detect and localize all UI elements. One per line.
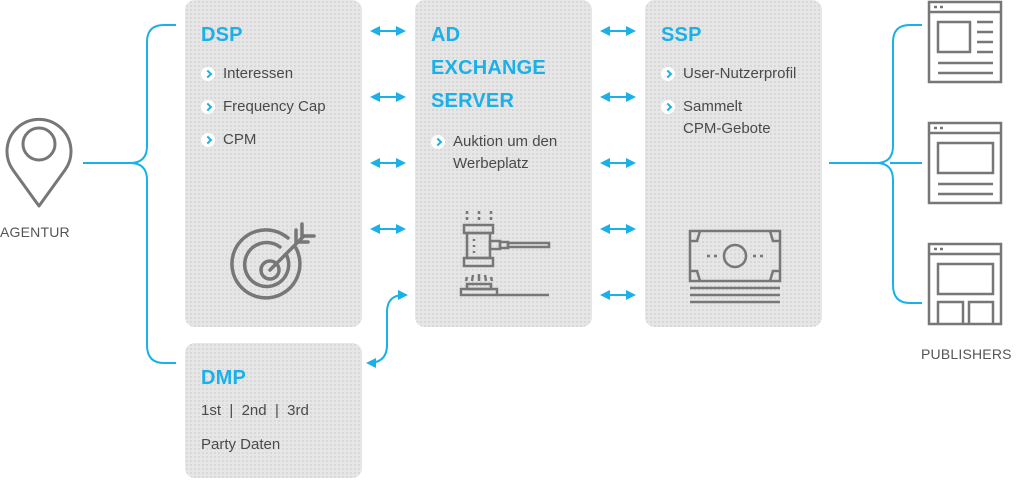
ssp-item-label: User-Nutzerprofil bbox=[683, 65, 797, 82]
dmp-box: DMP 1st | 2nd | 3rd Party Daten bbox=[185, 343, 362, 478]
chevron-right-icon bbox=[661, 67, 675, 81]
dmp-title: DMP bbox=[201, 367, 247, 389]
chevron-right-icon bbox=[661, 100, 675, 114]
gavel-icon bbox=[459, 211, 551, 297]
dsp-item: Interessen bbox=[201, 63, 293, 85]
ad-exchange-item: Auktion um den Werbeplatz bbox=[431, 131, 557, 175]
map-pin-icon bbox=[5, 117, 73, 208]
ssp-item-line: CPM-Gebote bbox=[683, 120, 771, 137]
publishers-bracket-lower bbox=[875, 162, 922, 304]
dsp-title: DSP bbox=[201, 24, 243, 46]
dmp-data-line: Party Daten bbox=[201, 436, 281, 453]
chevron-right-icon bbox=[201, 133, 215, 147]
webpage-layout-icon bbox=[927, 242, 1003, 326]
publishers-bracket bbox=[829, 24, 922, 164]
publishers-label: PUBLISHERS bbox=[921, 346, 1012, 362]
target-arrow-icon bbox=[230, 222, 316, 300]
webpage-layout-icon bbox=[927, 121, 1003, 205]
ad-exchange-title-line: EXCHANGE bbox=[431, 57, 546, 79]
dsp-box: DSP Interessen Frequency Cap CPM bbox=[185, 0, 362, 327]
ssp-box: SSP User-Nutzerprofil Sammelt CPM-Gebote bbox=[645, 0, 822, 327]
ad-exchange-title-line: SERVER bbox=[431, 90, 515, 112]
agentur-label: AGENTUR bbox=[0, 224, 70, 240]
ad-exchange-box: AD EXCHANGE SERVER Auktion um den Werbep… bbox=[415, 0, 592, 327]
ssp-title: SSP bbox=[661, 24, 702, 46]
chevron-right-icon bbox=[201, 67, 215, 81]
agentur-bracket-lower bbox=[129, 162, 176, 364]
ad-exchange-item-line: Werbeplatz bbox=[453, 155, 529, 172]
arrow-dmp-ad bbox=[366, 290, 408, 368]
dsp-item: Frequency Cap bbox=[201, 96, 326, 118]
ad-exchange-item-line: Auktion um den bbox=[453, 133, 558, 150]
agentur-bracket bbox=[83, 24, 176, 164]
dsp-item: CPM bbox=[201, 129, 256, 151]
dsp-item-label: Frequency Cap bbox=[223, 98, 326, 115]
ssp-item: Sammelt CPM-Gebote bbox=[661, 96, 771, 140]
ad-exchange-title-line: AD bbox=[431, 24, 461, 46]
dsp-item-label: CPM bbox=[223, 131, 257, 148]
chevron-right-icon bbox=[431, 135, 445, 149]
chevron-right-icon bbox=[201, 100, 215, 114]
banknote-icon bbox=[688, 229, 782, 304]
webpage-layout-icon bbox=[927, 0, 1003, 84]
ssp-item: User-Nutzerprofil bbox=[661, 63, 796, 85]
dmp-party-line: 1st | 2nd | 3rd bbox=[201, 402, 309, 419]
dsp-item-label: Interessen bbox=[223, 65, 294, 82]
ssp-item-line: Sammelt bbox=[683, 98, 743, 115]
